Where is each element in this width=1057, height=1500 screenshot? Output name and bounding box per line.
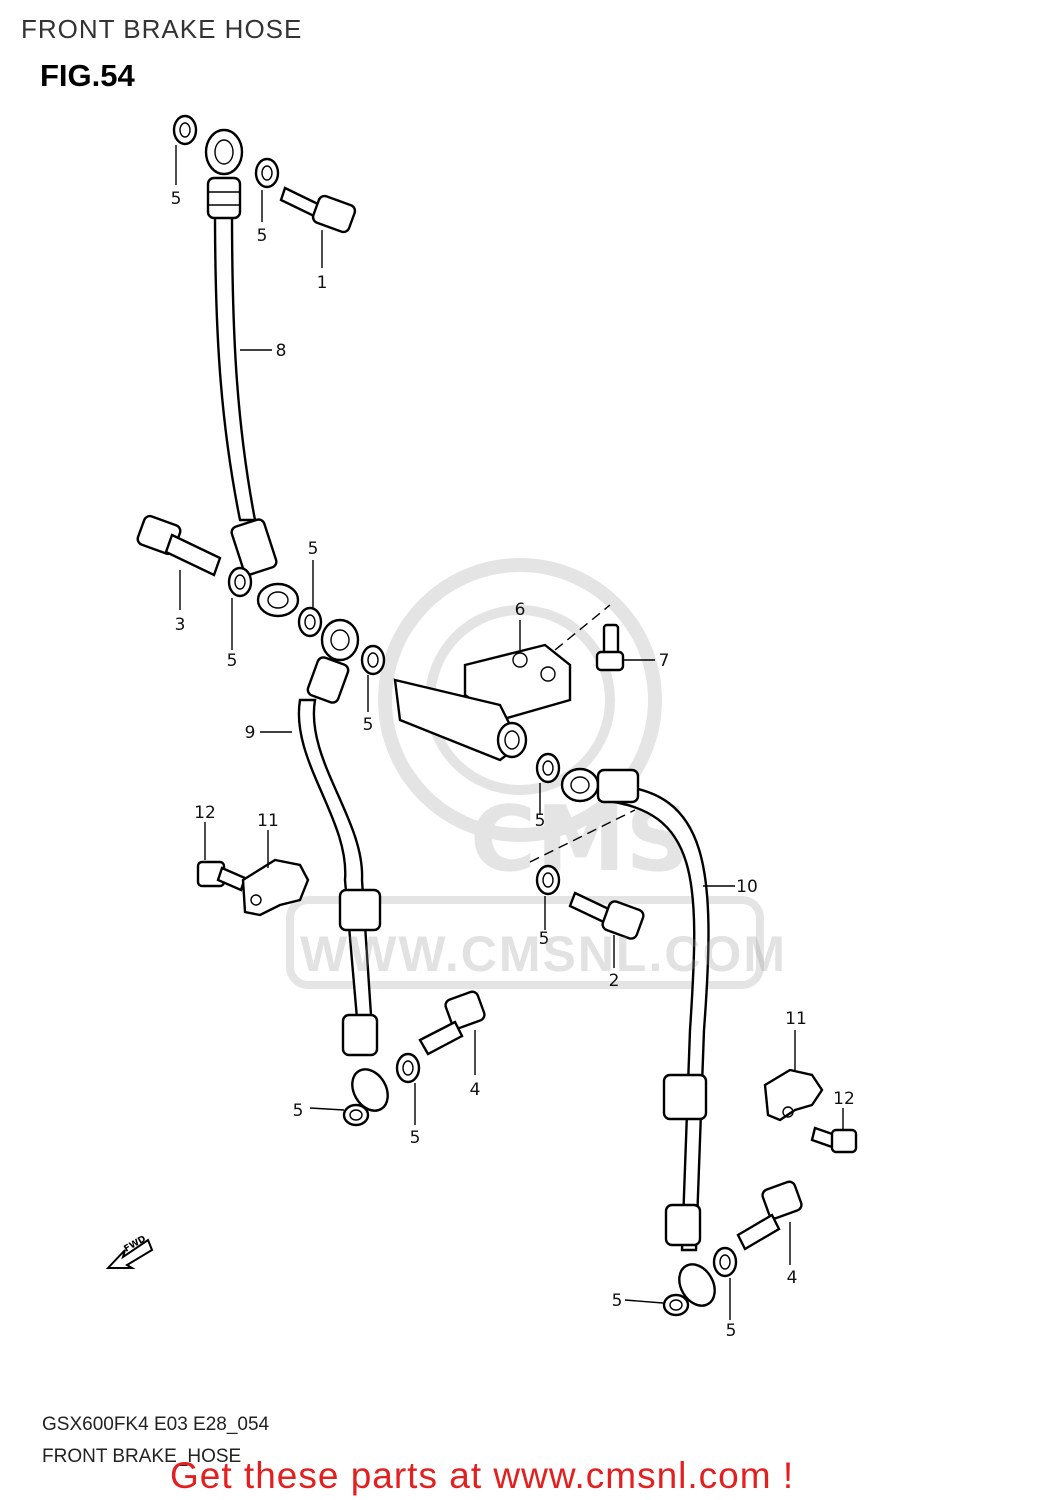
union-bolt-2 bbox=[568, 891, 645, 940]
cta-link[interactable]: Get these parts at www.cmsnl.com ! bbox=[170, 1455, 795, 1496]
callout-5e: 5 bbox=[363, 715, 374, 735]
callout-5b: 5 bbox=[257, 226, 268, 246]
callout-5c: 5 bbox=[308, 539, 319, 559]
diagram-ref-code: GSX600FK4 E03 E28_054 bbox=[42, 1414, 270, 1435]
callout-12b: 12 bbox=[833, 1089, 855, 1109]
callout-5g: 5 bbox=[539, 929, 550, 949]
brake-hose-9 bbox=[297, 618, 389, 1112]
callout-5i: 5 bbox=[410, 1128, 421, 1148]
union-bolt-1 bbox=[279, 186, 357, 234]
callout-11a: 11 bbox=[257, 811, 279, 831]
callout-5k: 5 bbox=[726, 1321, 737, 1341]
figure-label: FIG.54 bbox=[40, 58, 135, 93]
callout-3: 3 bbox=[175, 615, 186, 635]
union-bolt-4b bbox=[736, 1180, 803, 1251]
bolt-12b bbox=[810, 1126, 858, 1154]
callout-2: 2 bbox=[609, 971, 620, 991]
callout-1: 1 bbox=[317, 273, 328, 293]
washers bbox=[172, 114, 738, 1317]
callout-8: 8 bbox=[276, 341, 287, 361]
callout-9: 9 bbox=[245, 723, 256, 743]
callout-10: 10 bbox=[736, 877, 758, 897]
callout-5f: 5 bbox=[535, 811, 546, 831]
page-title: FRONT BRAKE HOSE bbox=[21, 14, 303, 44]
fwd-arrow-icon: FWD bbox=[105, 1234, 154, 1269]
callout-7: 7 bbox=[659, 651, 670, 671]
callout-11b: 11 bbox=[785, 1009, 807, 1029]
bolt-7 bbox=[595, 623, 625, 672]
callout-12a: 12 bbox=[194, 803, 216, 823]
brake-hose-joint-6 bbox=[393, 643, 572, 762]
callout-4a: 4 bbox=[470, 1080, 481, 1100]
bolt-12a bbox=[196, 860, 247, 892]
callout-5d: 5 bbox=[227, 651, 238, 671]
union-bolt-4a bbox=[418, 990, 486, 1056]
brake-hose-10 bbox=[560, 767, 716, 1307]
callout-5a: 5 bbox=[171, 189, 182, 209]
leader-lines bbox=[175, 145, 844, 1320]
union-bolt-3 bbox=[136, 514, 222, 577]
footer-title: FRONT BRAKE_HOSE bbox=[42, 1446, 242, 1467]
clamp-11a bbox=[241, 858, 310, 917]
callout-5h: 5 bbox=[293, 1101, 304, 1121]
callout-numbers: 1 2 3 4 4 5 5 5 5 5 5 5 5 5 5 6 7 8 9 10… bbox=[171, 189, 855, 1341]
clamp-11b bbox=[763, 1068, 824, 1122]
brake-hose-8 bbox=[204, 128, 300, 618]
callout-5j: 5 bbox=[612, 1291, 623, 1311]
callout-6: 6 bbox=[515, 600, 526, 620]
watermark-url: WWW.CMSNL.COM bbox=[300, 926, 788, 982]
callout-4b: 4 bbox=[787, 1268, 798, 1288]
